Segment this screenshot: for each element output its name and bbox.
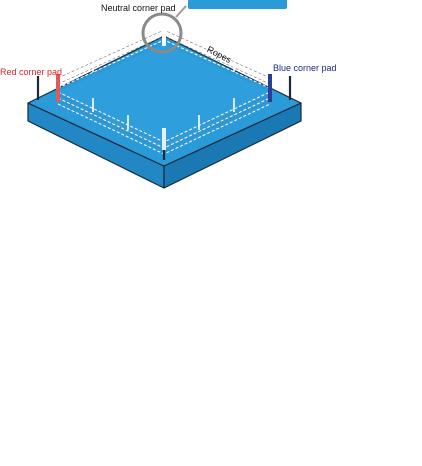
blue-corner-pad-label: Blue corner pad bbox=[273, 63, 337, 73]
rope-spacers bbox=[92, 62, 235, 130]
neutral-callout-circle bbox=[141, 12, 183, 54]
red-corner-pad bbox=[56, 74, 60, 102]
neutral-callout-leader bbox=[175, 5, 187, 18]
ring-canvas bbox=[58, 44, 270, 150]
header-bar bbox=[188, 0, 287, 9]
neutral-corner-pad bbox=[162, 18, 166, 46]
blue-corner-pad bbox=[268, 74, 272, 102]
red-corner-pad-label: Red corner pad bbox=[0, 67, 63, 77]
front-neutral-corner-pad bbox=[162, 128, 166, 150]
neutral-corner-pad-label: Neutral corner pad bbox=[101, 3, 176, 13]
